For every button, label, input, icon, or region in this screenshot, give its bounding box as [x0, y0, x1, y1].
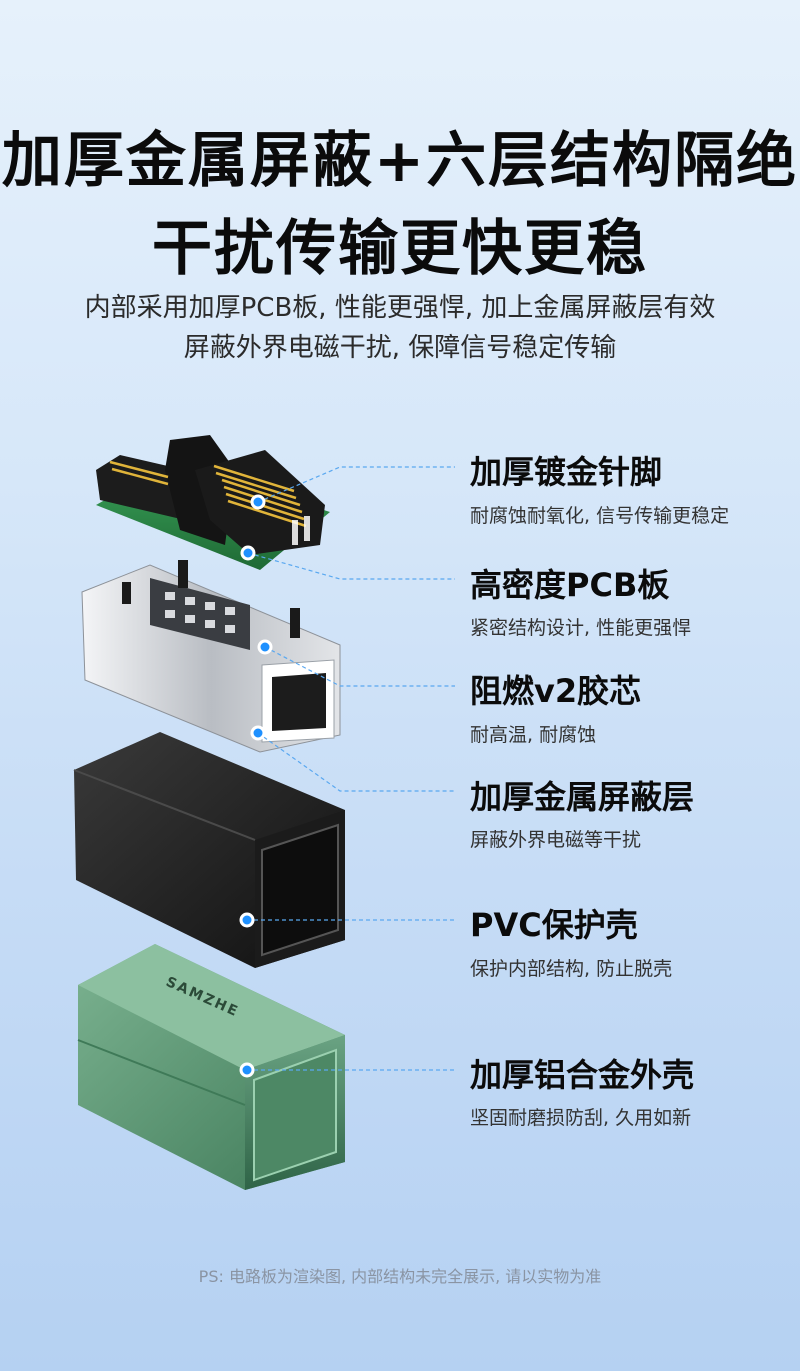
- subtitle-line-2: 屏蔽外界电磁干扰, 保障信号稳定传输: [183, 333, 617, 363]
- footnote: PS: 电路板为渲染图, 内部结构未完全展示, 请以实物为准: [198, 1267, 602, 1286]
- headline-line-1: 加厚金属屏蔽+六层结构隔绝: [1, 126, 799, 196]
- marker-dots: [239, 494, 273, 1078]
- layer-desc-pvc-shell: 保护内部结构, 防止脱壳: [470, 958, 673, 980]
- layer-title-pvc-shell: PVC保护壳: [470, 906, 638, 944]
- layer-title-pcb: 高密度PCB板: [470, 566, 670, 604]
- pvc-black-shell-part: [73, 732, 345, 968]
- subtitle-line-1: 内部采用加厚PCB板, 性能更强悍, 加上金属屏蔽层有效: [84, 293, 716, 323]
- layer-title-metal-shield: 加厚金属屏蔽层: [470, 778, 695, 816]
- layer-desc-gold-pins: 耐腐蚀耐氧化, 信号传输更稳定: [470, 505, 730, 527]
- pcb-with-gold-pins-part: [96, 435, 330, 570]
- aluminium-green-shell-part: SAMZHE: [77, 944, 345, 1190]
- layer-desc-metal-shield: 屏蔽外界电磁等干扰: [470, 829, 642, 851]
- layer-title-gold-pins: 加厚镀金针脚: [470, 453, 663, 491]
- layer-desc-aluminium-shell: 坚固耐磨损防刮, 久用如新: [470, 1107, 692, 1129]
- layer-title-v2-core: 阻燃v2胶芯: [470, 672, 642, 710]
- leader-lines: [247, 466, 455, 1071]
- layer-desc-pcb: 紧密结构设计, 性能更强悍: [470, 617, 692, 639]
- layer-title-aluminium-shell: 加厚铝合金外壳: [470, 1056, 695, 1094]
- metal-shield-part: [81, 560, 341, 753]
- headline-line-2: 干扰传输更快更稳: [152, 214, 648, 284]
- layer-desc-v2-core: 耐高温, 耐腐蚀: [470, 724, 597, 746]
